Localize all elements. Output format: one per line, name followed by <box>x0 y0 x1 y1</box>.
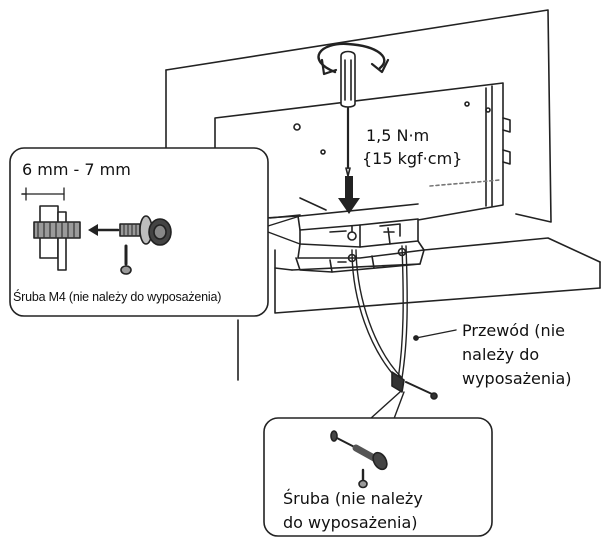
cord-icon <box>351 245 438 400</box>
m4-screw-label: Śruba M4 (nie należy do wyposażenia) <box>13 290 222 304</box>
wood-screw-icon <box>330 430 388 489</box>
bolt-icon <box>33 221 81 239</box>
torque-label: 1,5 N·m <box>366 126 430 145</box>
washer-icon <box>119 215 172 246</box>
table-surface <box>237 214 601 381</box>
cord-label-line2: należy do <box>462 345 540 364</box>
cord-label-line3: wyposażenia) <box>462 369 572 388</box>
mount-screws <box>347 225 395 245</box>
torque-kgf-label: {15 kgf·cm} <box>362 149 463 168</box>
wood-screw-callout-box <box>263 417 493 537</box>
cord-label-line1: Przewód (nie <box>462 321 565 340</box>
arrow-down-icon <box>338 176 360 214</box>
arrow-left-icon <box>88 224 120 236</box>
screw-label-line2: do wyposażenia) <box>283 513 418 532</box>
leader-lines <box>267 215 457 429</box>
stand-bracket <box>214 82 511 259</box>
screwdriver-icon <box>340 50 356 177</box>
thickness-label: 6 mm - 7 mm <box>22 160 131 179</box>
screw-label-line1: Śruba (nie należy <box>283 489 423 508</box>
stand-base <box>295 247 425 273</box>
rotation-arrow-icon <box>317 42 390 76</box>
m4-callout-box <box>9 147 269 317</box>
